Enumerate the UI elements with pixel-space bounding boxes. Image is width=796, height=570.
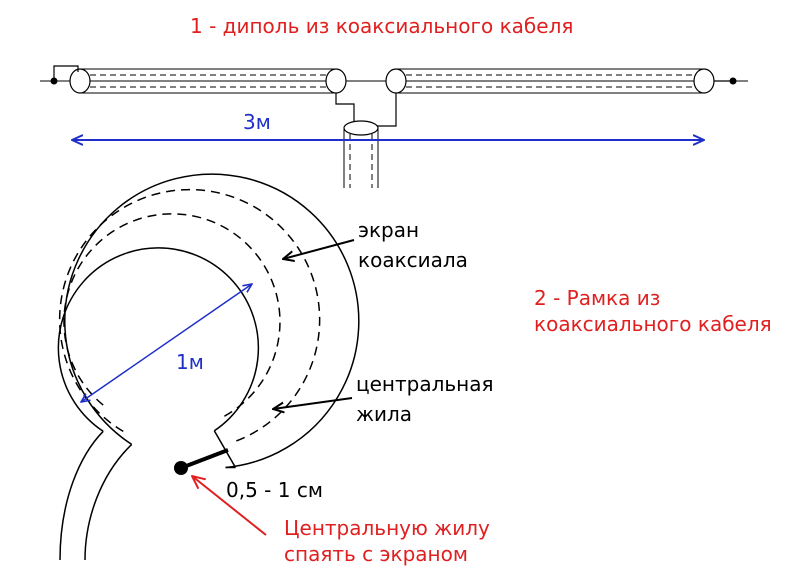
- shield-label: экран коаксиала: [358, 218, 468, 272]
- solder-note-line-1: Центральную жилу: [284, 516, 490, 540]
- solder-note-line-2: спаять с экраном: [284, 542, 468, 566]
- loop-diameter-dimension: [81, 284, 252, 402]
- loop-title-line-1: 2 - Рамка из: [534, 286, 661, 310]
- solder-note: Центральную жилу спаять с экраном: [284, 516, 490, 566]
- loop-title-line-2: коаксиального кабеля: [534, 312, 772, 336]
- dipole-length-label: 3м: [243, 110, 271, 134]
- shield-label-line-2: коаксиала: [358, 248, 468, 272]
- gap-label: 0,5 - 1 см: [226, 478, 323, 502]
- core-label-line-2: жила: [356, 402, 413, 426]
- shield-pointer-arrow: [283, 239, 355, 259]
- core-pointer-arrow: [273, 397, 353, 409]
- loop-drawing: [57, 173, 360, 561]
- loop-diameter-label: 1м: [176, 350, 204, 374]
- solder-point: [174, 461, 188, 475]
- solder-pointer-arrow: [192, 476, 267, 536]
- dipole-drawing: [40, 65, 748, 188]
- loop-title: 2 - Рамка из коаксиального кабеля: [534, 286, 772, 336]
- shield-label-line-1: экран: [358, 218, 420, 242]
- core-label-line-1: центральная: [356, 372, 494, 396]
- core-label: центральная жила: [356, 372, 494, 426]
- dipole-title: 1 - диполь из коаксиального кабеля: [190, 14, 574, 38]
